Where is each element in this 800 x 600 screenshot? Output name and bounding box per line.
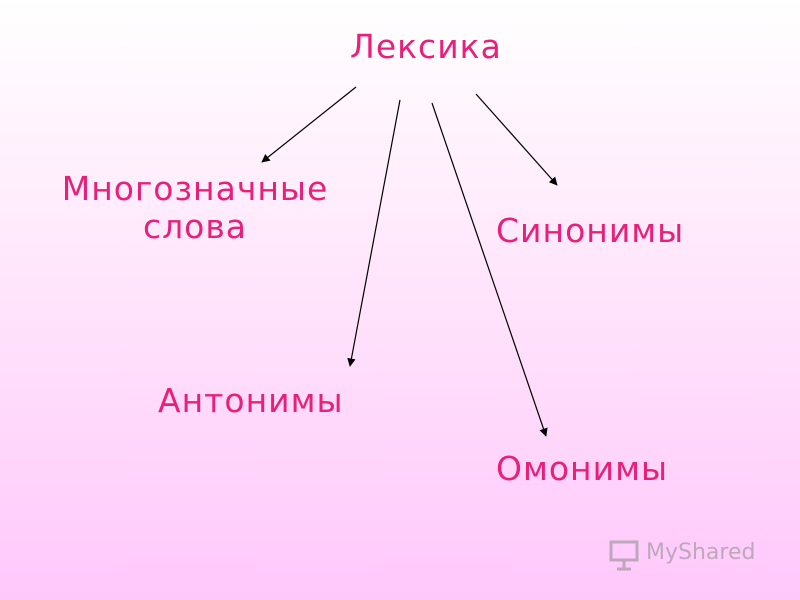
node-homonyms: Омонимы	[496, 449, 669, 488]
arrow-to-synonyms	[475, 93, 558, 186]
node-polysemous-line1: Многозначные	[61, 169, 329, 208]
node-synonyms: Синонимы	[496, 211, 685, 250]
arrow-to-polysemous	[261, 86, 357, 163]
arrow-to-homonyms	[431, 102, 548, 437]
presentation-board-icon	[609, 540, 639, 571]
node-polysemous-line2: слова	[142, 207, 248, 246]
node-polysemous-words: Многозначные слова	[50, 170, 340, 246]
watermark: MyShared	[608, 537, 768, 571]
watermark-text: MyShared	[646, 540, 756, 565]
arrow-to-antonyms	[347, 99, 401, 367]
root-node-lexika: Лексика	[350, 27, 502, 66]
node-antonyms: Антонимы	[158, 381, 344, 420]
